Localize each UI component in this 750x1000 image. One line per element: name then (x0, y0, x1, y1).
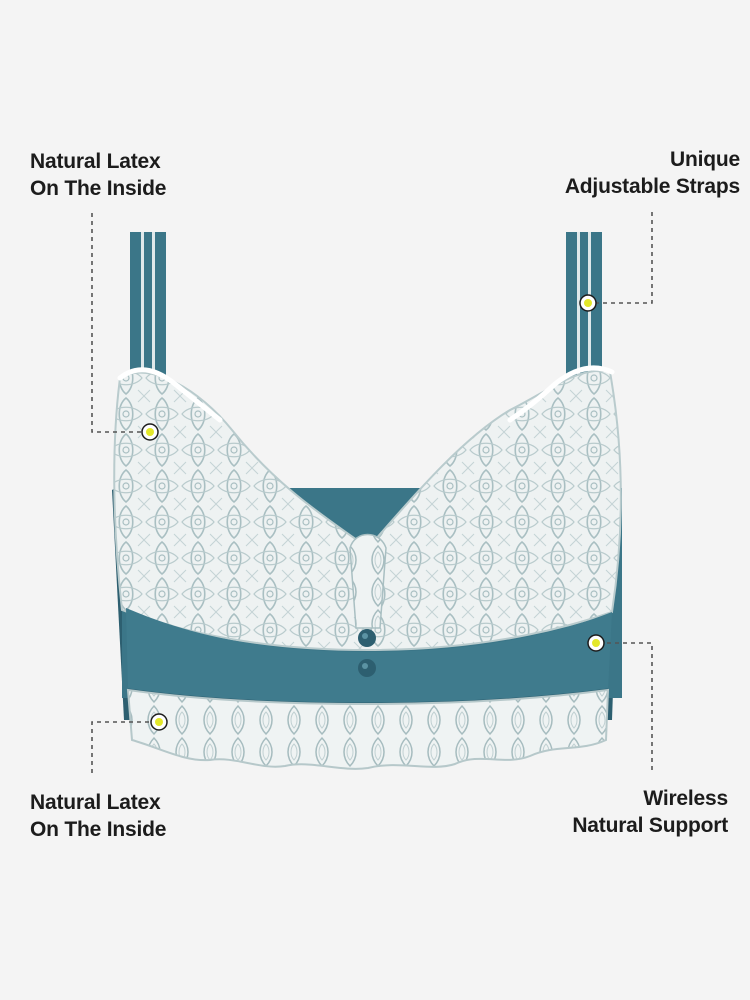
callout-bottom-left-line2: On The Inside (30, 818, 167, 841)
callout-line-top-left (91, 213, 146, 433)
callout-top-right-line1: Unique (670, 148, 740, 171)
callout-top-left: Natural Latex On The Inside (30, 148, 166, 202)
callout-bottom-left-line1: Natural Latex (30, 791, 161, 814)
callout-top-left-line1: Natural Latex (30, 150, 161, 173)
callout-top-left-line2: On The Inside (30, 177, 167, 200)
callout-markers (141, 294, 605, 731)
callout-bottom-left: Natural Latex On The Inside (30, 789, 166, 843)
callout-bottom-right-line1: Wireless (643, 787, 728, 810)
underband (126, 608, 612, 704)
left-strap (130, 232, 166, 382)
callout-top-right: Unique Adjustable Straps (500, 146, 740, 200)
callout-bottom-right: Wireless Natural Support (500, 785, 728, 839)
callout-bottom-right-line2: Natural Support (572, 814, 728, 837)
callout-line-bottom-left (91, 721, 155, 773)
lace-band (126, 688, 610, 770)
callout-line-top-right (592, 212, 653, 304)
callout-lines (91, 212, 653, 773)
callout-top-right-line2: Adjustable Straps (564, 175, 740, 198)
callout-line-bottom-right (598, 642, 653, 770)
